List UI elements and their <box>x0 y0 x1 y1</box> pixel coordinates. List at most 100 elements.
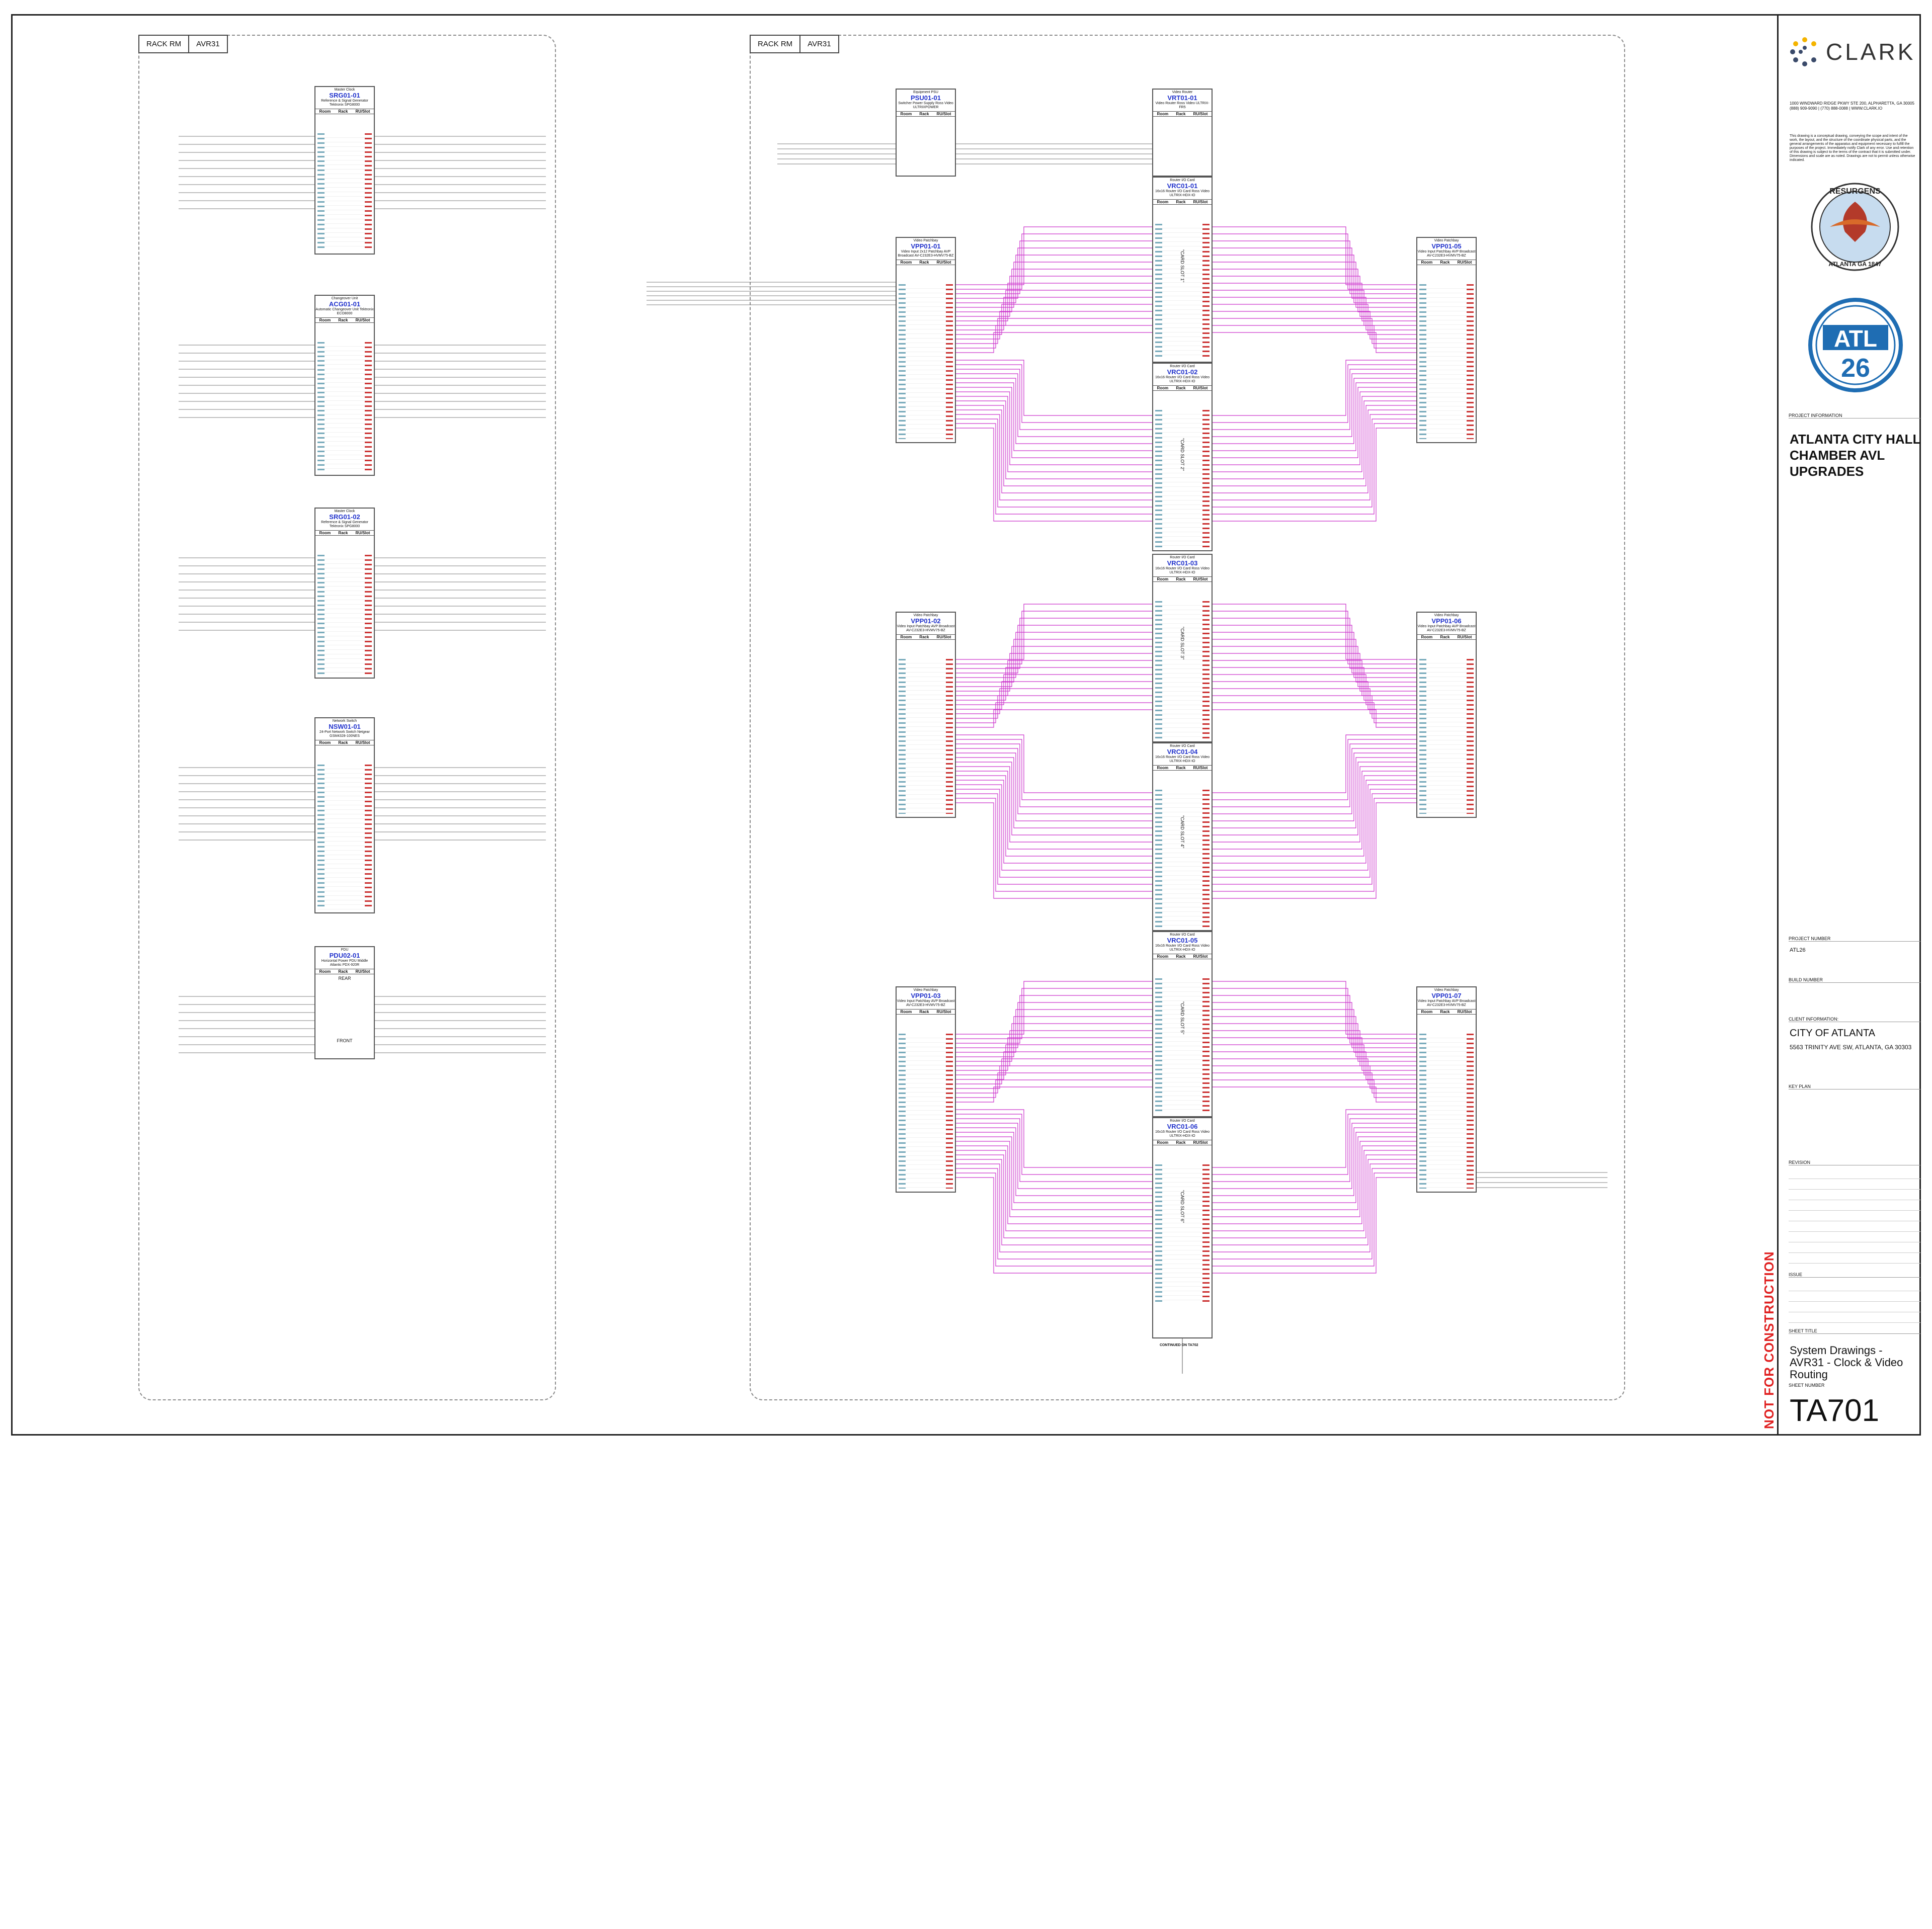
signal-wire <box>956 611 1152 664</box>
device-description: Switcher Power Supply Ross Video ULTRIXP… <box>898 102 953 109</box>
device-category: Master Clock <box>334 510 355 513</box>
signal-wire <box>1213 1002 1416 1048</box>
signal-wire <box>956 233 1152 290</box>
card-slot-label: "CARD SLOT 2" <box>1180 438 1185 471</box>
atl26-logo-image: ATL 26 <box>1808 298 1903 392</box>
device-block[interactable]: Router I/O Card VRC01-05 16x16 Router I/… <box>1152 931 1213 1117</box>
device-block[interactable]: Router I/O Card VRC01-01 16x16 Router I/… <box>1152 177 1213 363</box>
device-block[interactable]: Video Patchbay VPP01-01 Video Input 2x12… <box>896 237 956 443</box>
device-block[interactable]: Router I/O Card VRC01-04 16x16 Router I/… <box>1152 742 1213 931</box>
seal-bottom-text: ATLANTA GA 1847 <box>1828 261 1882 268</box>
device-category: Video Patchbay <box>1434 614 1459 617</box>
device-description: 16x16 Router I/O Card Ross Video ULTRIX-… <box>1155 376 1210 383</box>
company-address: 1000 WINDWARD RIDGE PKWY STE 200, ALPHAR… <box>1790 101 1914 111</box>
rack-header: Rack <box>919 260 929 265</box>
device-tag: VRC01-03 <box>1167 559 1198 567</box>
signal-wire <box>956 674 1152 705</box>
device-block[interactable]: Equipment PSU PSU01-01 Switcher Power Su… <box>896 89 956 177</box>
rack-header: Rack <box>338 740 348 745</box>
device-category: PDU <box>341 948 349 952</box>
device-tag: VRC01-01 <box>1167 182 1198 190</box>
signal-wire <box>1213 762 1416 835</box>
signal-wire <box>1213 1023 1416 1062</box>
device-block[interactable]: Network Switch NSW01-01 24-Port Network … <box>314 717 375 913</box>
signal-wire <box>1213 766 1416 843</box>
device-block[interactable]: Video Patchbay VPP01-02 Video Input Patc… <box>896 612 956 818</box>
device-block[interactable]: Master Clock SRG01-02 Reference & Signal… <box>314 508 375 679</box>
device-block[interactable]: Changeover Unit ACG01-01 Automatic Chang… <box>314 295 375 476</box>
signal-wire <box>956 1132 1152 1203</box>
signal-wire <box>956 226 1152 285</box>
signal-wire <box>956 1072 1152 1094</box>
room-header: Room <box>319 740 331 745</box>
room-header: Room <box>1157 200 1169 204</box>
signal-wire <box>956 646 1152 687</box>
clark-logo-icon <box>1790 37 1816 66</box>
signal-wire <box>1213 988 1416 1039</box>
signal-wire <box>1213 247 1416 299</box>
signal-wire <box>956 748 1152 814</box>
signal-wire <box>1213 373 1416 437</box>
card-slot-label: "CARD SLOT 3" <box>1180 627 1185 660</box>
device-block[interactable]: Video Patchbay VPP01-03 Video Input Patc… <box>896 986 956 1193</box>
device-block[interactable]: Router I/O Card VRC01-02 16x16 Router I/… <box>1152 363 1213 551</box>
signal-wire <box>1213 688 1416 714</box>
device-block[interactable]: Master Clock SRG01-01 Reference & Signal… <box>314 86 375 255</box>
build-number-label: BUILD NUMBER <box>1789 977 1920 983</box>
signal-wire <box>1213 1044 1416 1075</box>
rack-id-label: AVR31 <box>196 40 220 48</box>
room-header: Room <box>1157 954 1169 959</box>
signal-wire <box>956 1016 1152 1057</box>
signal-wire <box>1213 674 1416 705</box>
device-block[interactable]: Video Patchbay VPP01-05 Video Input Patc… <box>1416 237 1477 443</box>
signal-wire <box>956 757 1152 828</box>
signal-wire <box>1213 378 1416 444</box>
device-category: Network Switch <box>332 719 357 723</box>
signal-wire <box>956 1037 1152 1071</box>
signal-wire <box>1213 1072 1416 1094</box>
port-list <box>317 765 372 909</box>
signal-wire <box>956 1141 1152 1217</box>
device-category: Equipment PSU <box>913 91 938 94</box>
rack-header: Rack <box>338 969 348 974</box>
signal-wire <box>1213 802 1416 899</box>
device-description: 16x16 Router I/O Card Ross Video ULTRIX-… <box>1155 1130 1210 1138</box>
signal-wire <box>956 1002 1152 1048</box>
room-header: Room <box>1421 260 1433 265</box>
device-block[interactable]: Router I/O Card VRC01-03 16x16 Router I/… <box>1152 554 1213 742</box>
signal-wire <box>956 387 1152 458</box>
signal-wire <box>1213 611 1416 664</box>
signal-wire <box>1213 981 1416 1035</box>
title-block: CLARK 1000 WINDWARD RIDGE PKWY STE 200, … <box>1779 16 1922 1434</box>
device-category: Video Patchbay <box>913 614 938 617</box>
signal-wire <box>1213 255 1416 303</box>
signal-wire <box>956 405 1152 486</box>
port-list <box>1155 410 1210 547</box>
device-block[interactable]: Video Patchbay VPP01-06 Video Input Patc… <box>1416 612 1477 818</box>
wiring-layer <box>179 136 1607 1374</box>
signal-wire <box>1213 995 1416 1044</box>
signal-wire <box>956 332 1152 353</box>
room-header: Room <box>900 260 912 265</box>
ru-header: RU/Slot <box>1193 200 1208 204</box>
port-list <box>1155 978 1210 1113</box>
client-address: 5563 TRINITY AVE SW, ATLANTA, GA 30303 <box>1790 1044 1912 1051</box>
signal-wire <box>1213 752 1416 821</box>
device-tag: ACG01-01 <box>329 300 361 308</box>
signal-wire <box>956 360 1152 416</box>
device-block[interactable]: PDU PDU02-01 Horizontal Power PDU Middle… <box>314 946 375 1059</box>
signal-wire <box>956 1177 1152 1274</box>
signal-wire <box>956 1159 1152 1245</box>
port-list <box>899 659 953 814</box>
device-block[interactable]: Video Patchbay VPP01-07 Video Input Patc… <box>1416 986 1477 1193</box>
signal-wire <box>956 1086 1152 1103</box>
room-header: Room <box>319 318 331 322</box>
ru-header: RU/Slot <box>936 635 951 639</box>
device-block[interactable]: Router I/O Card VRC01-06 16x16 Router I/… <box>1152 1117 1213 1338</box>
device-block[interactable]: Video Router VRT01-01 Video Router Ross … <box>1152 89 1213 177</box>
